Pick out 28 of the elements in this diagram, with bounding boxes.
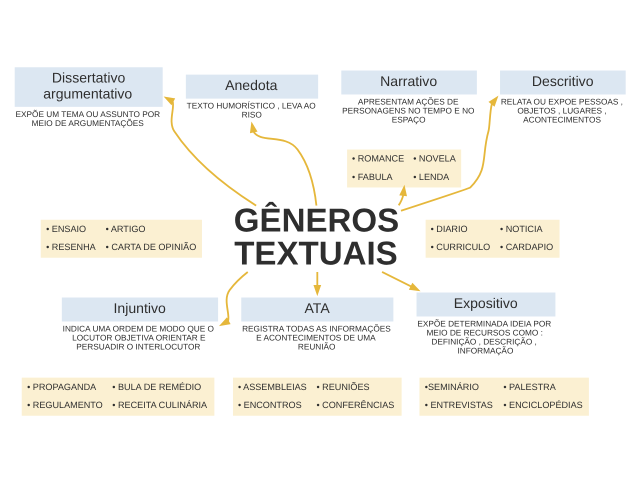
arrow	[250, 121, 318, 206]
node-label: RELATA OU EXPOE PESSOAS , OBJETOS , LUGARES , ACONTECIMENTOS	[500, 96, 623, 124]
node-box: Descritivo	[500, 70, 626, 94]
node-box: Expositivo	[416, 292, 556, 316]
arrow	[382, 270, 421, 291]
node-label: EXPÕE UM TEMA OU ASSUNTO POR MEIO DE ARGUMENTAÇÕES	[16, 109, 160, 128]
node-label: APRESENTAM AÇÕES DE PERSONAGENS NO TEMPO E NO ESPAÇO	[342, 96, 474, 124]
node-box: •SEMINÁRIO • PALESTRA • ENTREVISTAS • ENCICLOPÉDIAS	[419, 377, 589, 416]
node-box: • PROPAGANDA • BULA DE REMÉDIO • REGULAMENTO • RECEITA CULINÁRIA	[22, 377, 214, 416]
node-box: Injuntivo	[62, 296, 218, 321]
node-box: • ROMANCE • NOVELA • FABULA • LENDA	[347, 148, 462, 187]
node-box: Narrativo	[341, 70, 477, 94]
node-box: • ASSEMBLEIAS • REUNIÕES • ENCONTROS • CONFERÊNCIAS	[232, 377, 402, 416]
node-box: ATA	[241, 296, 394, 321]
node-label: REGISTRA TODAS AS INFORMAÇÕES E ACONTECIMENTOS DE UMA REUNIÃO	[242, 324, 391, 352]
node-label: EXPÕE DETERMINADA IDEIA POR MEIO DE RECURSOS COMO : DEFINIÇÃO , DESCRIÇÃO , INFORMAÇÃO	[417, 318, 552, 356]
node-text: GÊNEROS TEXTUAIS	[234, 202, 400, 272]
arrow	[398, 184, 408, 206]
arrow	[400, 95, 498, 212]
node-label: INDICA UMA ORDEM DE MODO QUE O LOCUTOR OBJETIVA ORIENTAR E PERSUADIR O INTERLOCUTOR	[62, 324, 214, 352]
arrow	[164, 96, 257, 206]
arrow	[313, 271, 322, 296]
node-box: • DIARIO • NOTICIA • CURRICULO • CARDAPIO	[426, 219, 560, 258]
node-box: Dissertativo argumentativo	[14, 66, 163, 106]
node-box: Anedota	[186, 74, 318, 98]
arrow	[218, 270, 248, 326]
node-label: TEXTO HUMORÍSTICO , LEVA AO RISO	[186, 101, 316, 120]
node-box: • ENSAIO • ARTIGO • RESENHA • CARTA DE OPINIÃO	[40, 219, 202, 258]
